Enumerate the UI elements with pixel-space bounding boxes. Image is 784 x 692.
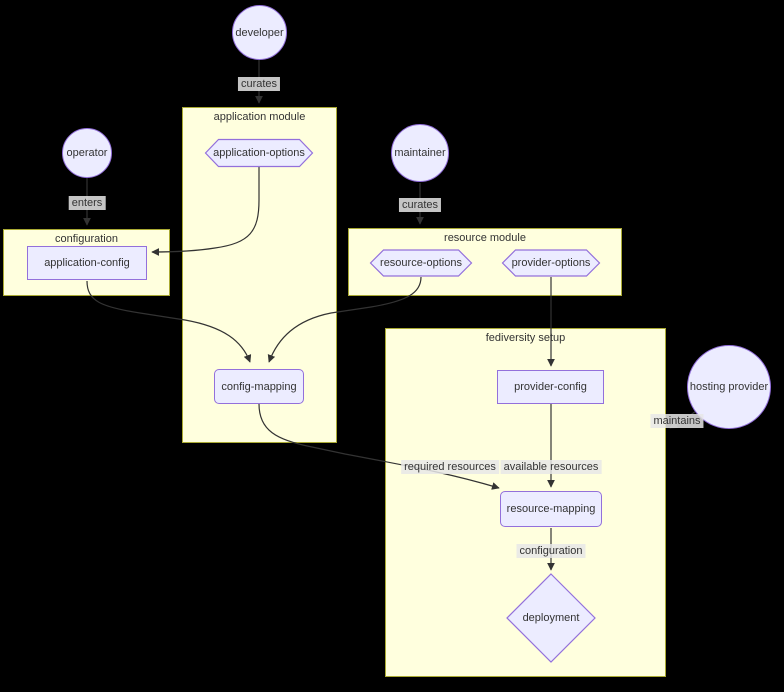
edge-label-maintains: maintains (650, 414, 704, 428)
edge-resource-options-to-config-mapping (267, 276, 422, 363)
node-operator: operator (62, 128, 112, 178)
node-application-options-hexagon (204, 138, 314, 168)
edge-application-config-to-config-mapping (86, 280, 252, 363)
subgraph-title-resource-module: resource module (444, 232, 526, 244)
node-resource-mapping: resource-mapping (500, 491, 602, 527)
node-application-config: application-config (27, 246, 147, 280)
edge-label-curates-maintainer: curates (398, 198, 442, 212)
node-provider-options-hexagon (501, 249, 601, 277)
node-provider-config: provider-config (497, 370, 604, 404)
edge-label-curates-developer: curates (237, 77, 281, 91)
node-resource-options-hexagon (369, 249, 473, 277)
edge-label-enters: enters (68, 196, 106, 210)
edge-application-options-to-application-config (151, 167, 260, 256)
node-hosting-provider: hosting provider (687, 345, 771, 429)
node-deployment-diamond (506, 573, 596, 663)
subgraph-title-application-module: application module (213, 111, 306, 123)
application-options-label: application-options (213, 147, 305, 159)
edge-label-available-resources: available resources (500, 460, 602, 474)
edge-label-required-resources: required resources (401, 460, 499, 474)
subgraph-title-configuration: configuration (55, 233, 118, 245)
node-maintainer: maintainer (391, 124, 449, 182)
node-developer: developer (232, 5, 287, 60)
edge-label-configuration: configuration (516, 544, 586, 558)
deployment-label: deployment (522, 612, 580, 624)
edge-config-mapping-to-resource-mapping (258, 403, 500, 490)
resource-options-label: resource-options (380, 257, 462, 269)
subgraph-title-fediversity-setup: fediversity setup (485, 332, 566, 344)
node-config-mapping: config-mapping (214, 369, 304, 404)
provider-options-label: provider-options (511, 257, 591, 269)
